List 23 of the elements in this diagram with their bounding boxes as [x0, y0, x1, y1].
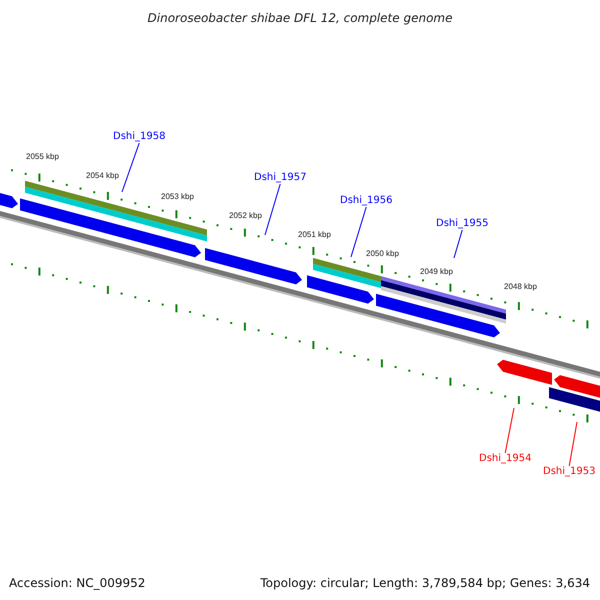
position-label: 2048 kbp: [504, 282, 537, 292]
leader-line: [350, 206, 367, 258]
accession-label: Accession: NC_009952: [9, 575, 146, 592]
position-label: 2049 kbp: [420, 267, 453, 277]
position-label: 2052 kbp: [229, 211, 262, 221]
leader-line: [122, 142, 140, 192]
gene-label: Dshi_1956: [340, 195, 392, 207]
gene-label: Dshi_1957: [254, 172, 306, 184]
leader-line: [454, 230, 463, 258]
position-label: 2054 kbp: [86, 171, 119, 181]
gene-label: Dshi_1953: [543, 466, 596, 478]
gene-label: Dshi_1958: [113, 131, 166, 143]
position-label: 2055 kbp: [26, 152, 59, 162]
leader-line: [568, 422, 578, 466]
genome-info-label: Topology: circular; Length: 3,789,584 bp; Genes: 3,634: [260, 575, 590, 592]
leader-line: [264, 184, 281, 236]
position-label: 2053 kbp: [161, 192, 194, 202]
leader-line: [504, 408, 514, 454]
position-label: 2050 kbp: [366, 249, 399, 259]
title: Dinoroseobacter shibae DFL 12, complete genome: [148, 10, 452, 27]
position-label: 2051 kbp: [298, 230, 331, 240]
gene-label: Dshi_1954: [479, 453, 532, 465]
gene-label: Dshi_1955: [436, 218, 488, 230]
